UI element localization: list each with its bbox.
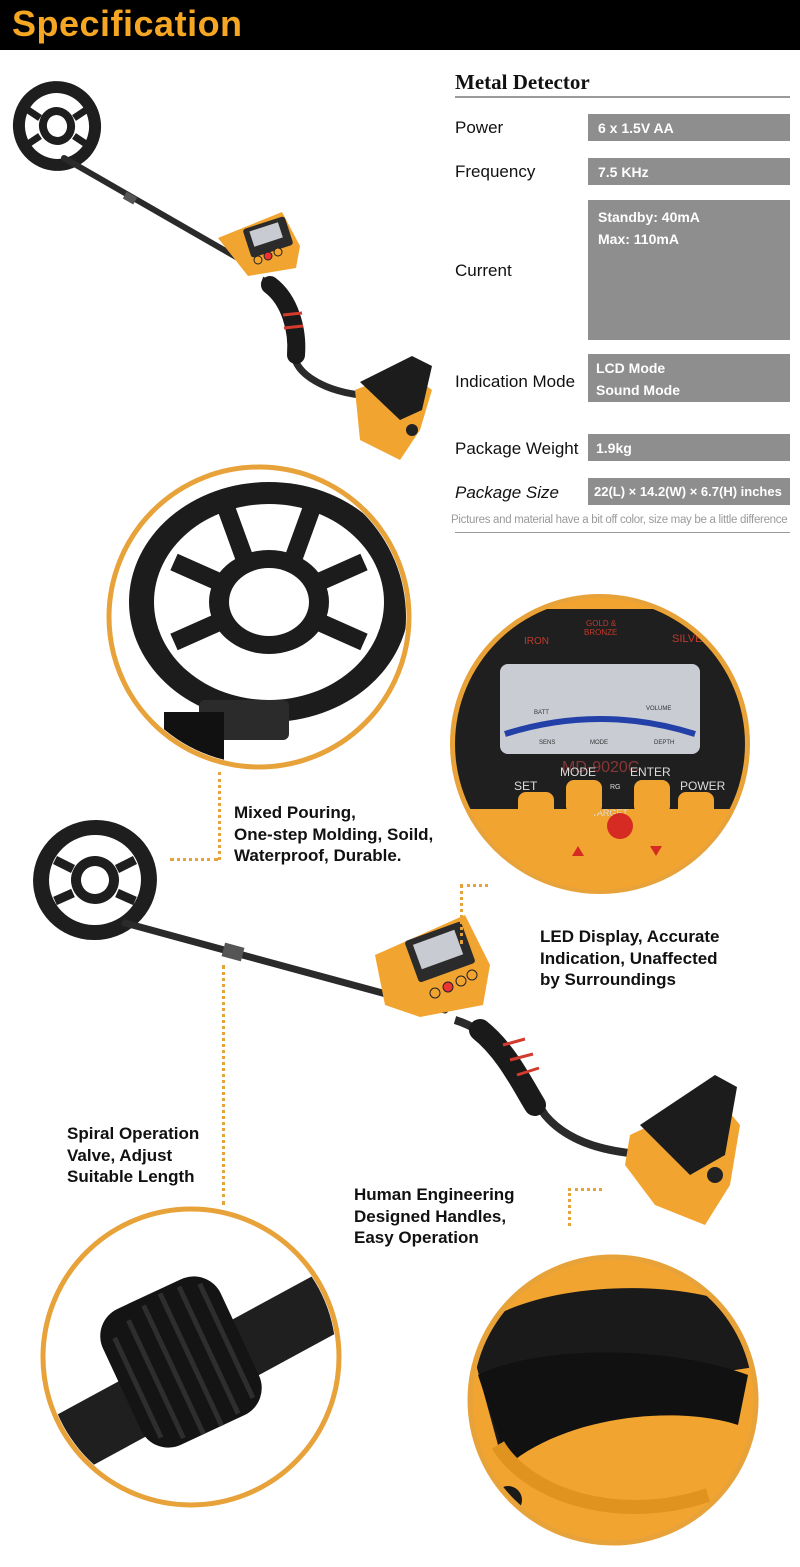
spec-value-power: 6 x 1.5V AA — [588, 114, 790, 141]
control-box — [375, 915, 490, 1017]
callout-coil: Mixed Pouring, One-step Molding, Soild, … — [234, 803, 434, 865]
label-iron: IRON — [524, 636, 549, 647]
header-bar: Specification — [0, 0, 800, 50]
detector-full-image-top — [12, 81, 432, 460]
spec-label-indication: Indication Mode — [455, 372, 576, 391]
spec-value-size: 22(L) × 14.2(W) × 6.7(H) inches — [588, 478, 790, 505]
spec-label-size: Package Size — [455, 483, 559, 502]
spec-divider-bottom — [455, 532, 790, 533]
label-set: SET — [514, 779, 538, 793]
spec-value-weight: 1.9kg — [588, 434, 790, 461]
arm-cuff — [355, 356, 432, 460]
arm-cuff — [625, 1075, 740, 1225]
coil-closeup — [106, 464, 412, 770]
spec-value-frequency: 7.5 KHz — [588, 158, 790, 185]
search-coil — [12, 81, 102, 171]
connector-coil-h — [170, 858, 218, 861]
spec-heading: Metal Detector — [455, 70, 590, 94]
connector-display-h — [460, 884, 488, 887]
detector-full-image-middle — [33, 819, 740, 1225]
spec-value-indication: LCD Mode Sound Mode — [588, 354, 790, 402]
spec-label-current: Current — [455, 261, 512, 280]
search-coil — [33, 819, 157, 941]
spec-value-current: Standby: 40mA Max: 110mA — [588, 200, 790, 340]
connector-handle-h — [568, 1188, 602, 1191]
callout-valve: Spiral Operation Valve, Adjust Suitable … — [67, 1124, 200, 1186]
handle-closeup — [467, 1254, 759, 1546]
label-rg: RG — [610, 784, 621, 791]
connector-handle-v — [568, 1188, 571, 1226]
model-number: MD-9020C — [562, 759, 639, 776]
control-box — [218, 212, 300, 276]
callout-handle: Human Engineering Designed Handles, Easy… — [354, 1185, 515, 1247]
label-gold: GOLD & — [586, 619, 617, 628]
label-target: TARGET — [592, 808, 628, 818]
connector-coil-v — [218, 772, 221, 860]
callout-display: LED Display, Accurate Indication, Unaffe… — [540, 927, 720, 989]
page-title: Specification — [12, 3, 243, 44]
connector-valve-v — [222, 965, 225, 1205]
display-closeup: IRON GOLD & BRONZE SILVER BATT SENS MODE… — [450, 594, 750, 894]
label-enter: ENTER — [630, 765, 671, 779]
label-batt: BATT — [534, 710, 549, 716]
label-power: POWER — [680, 779, 726, 793]
label-mode: MODE — [560, 765, 596, 779]
connector-display-v — [460, 884, 463, 944]
spec-label-weight: Package Weight — [455, 439, 579, 458]
spec-divider-top — [455, 96, 790, 98]
color-disclaimer: Pictures and material have a bit off col… — [451, 514, 788, 526]
spec-label-power: Power — [455, 118, 504, 137]
valve-closeup — [40, 1206, 342, 1508]
label-mode-small: MODE — [590, 740, 608, 746]
spec-label-frequency: Frequency — [455, 162, 536, 181]
label-bronze: BRONZE — [584, 628, 617, 637]
label-depth: DEPTH — [654, 740, 674, 746]
label-sens: SENS — [539, 740, 555, 746]
label-volume: VOLUME — [646, 706, 671, 712]
